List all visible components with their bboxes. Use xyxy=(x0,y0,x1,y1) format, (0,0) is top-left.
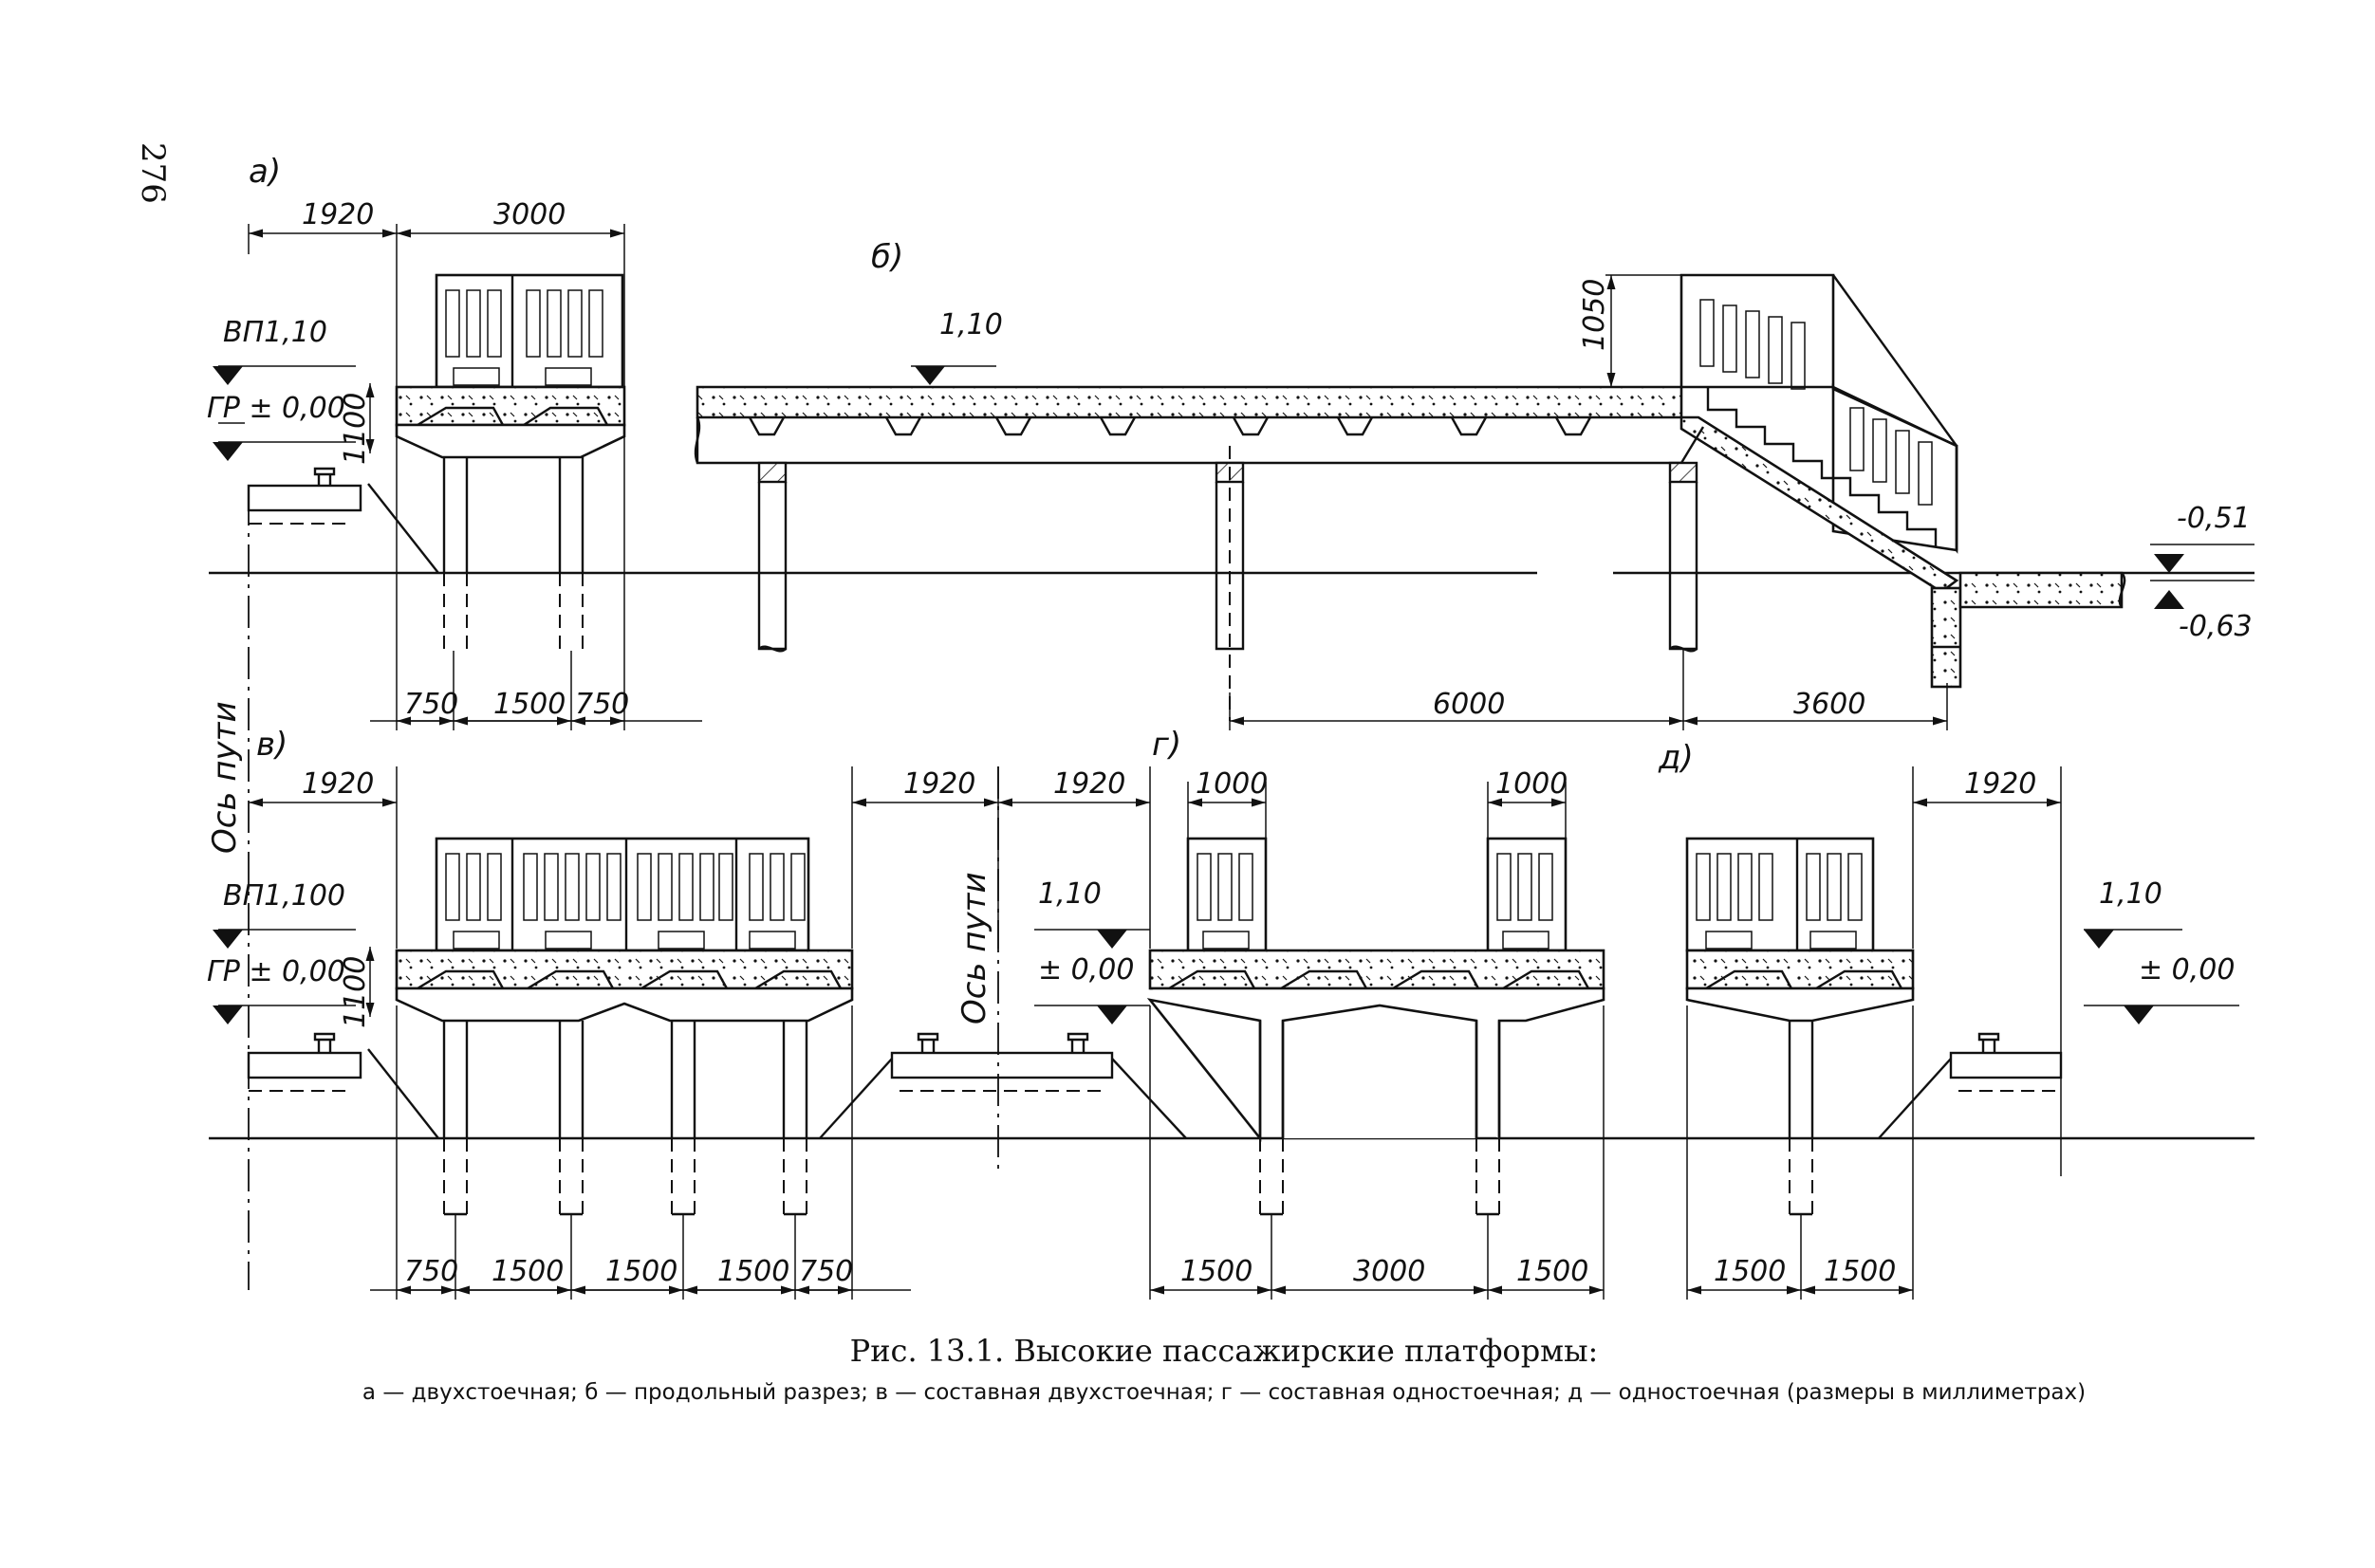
page-number: 276 xyxy=(134,142,172,204)
dim-b-3600: 3600 xyxy=(1793,688,1865,721)
dim-g-1000-right: 1000 xyxy=(1495,767,1568,801)
level-d-110: 1,10 xyxy=(2099,877,2162,911)
panel-g: Ось пути г) 1920 1000 1000 xyxy=(890,726,1605,1300)
posts-b xyxy=(757,446,1698,721)
dim-a-750-right: 750 xyxy=(575,688,629,721)
track-axis-label-g: Ось пути xyxy=(956,872,993,1024)
dim-g-1500-right: 1500 xyxy=(1516,1255,1588,1288)
dim-a-3000: 3000 xyxy=(493,198,566,231)
level-g-110: 1,10 xyxy=(1038,877,1102,911)
dim-v-750-left: 750 xyxy=(404,1255,458,1288)
crossbeam-g xyxy=(1146,987,1605,1142)
crossbeam-v xyxy=(395,987,854,1023)
panel-b-label: б) xyxy=(871,238,903,276)
level-b-051: -0,51 xyxy=(2177,502,2251,535)
track-axis-label-v: Ось пути xyxy=(206,701,244,854)
level-a-gr: ГР ± 0,00 xyxy=(207,392,345,425)
panel-a: а) 1920 3000 xyxy=(207,153,702,730)
crossbeam-a xyxy=(395,423,626,459)
panel-d-label: д) xyxy=(1658,739,1694,777)
panel-a-label: а) xyxy=(249,153,281,191)
dim-g-3000: 3000 xyxy=(1353,1255,1425,1288)
caption-title: Рис. 13.1. Высокие пассажирские платформ… xyxy=(849,1333,1599,1369)
railing-d xyxy=(1685,837,1875,952)
slab-b xyxy=(696,385,1683,419)
slab-g xyxy=(1148,949,1605,990)
slab-v xyxy=(395,949,854,990)
panel-d: д) 1920 1,10 ± 0,00 xyxy=(1658,739,2239,1300)
dim-d-1500-right: 1500 xyxy=(1824,1255,1896,1288)
dim-d-1920: 1920 xyxy=(1964,767,2036,801)
dim-a-1100: 1100 xyxy=(339,393,372,465)
stair-railing xyxy=(1679,273,1958,554)
dim-a-750-left: 750 xyxy=(404,688,458,721)
level-d-000: ± 0,00 xyxy=(2139,953,2235,987)
slab-a xyxy=(395,385,626,427)
panel-v: Ось пути в) 1920 1920 xyxy=(206,701,999,1300)
dim-v-1500-c: 1500 xyxy=(717,1255,789,1288)
panel-g-label: г) xyxy=(1152,726,1181,764)
panel-v-label: в) xyxy=(256,726,288,764)
railing-v xyxy=(435,837,810,952)
caption-legend: а — двухстоечная; б — продольный разрез;… xyxy=(362,1380,2087,1405)
dim-g-1500-left: 1500 xyxy=(1180,1255,1252,1288)
dim-d-1500-left: 1500 xyxy=(1714,1255,1786,1288)
stair-slab xyxy=(1679,415,1959,594)
panel-b: б) 1,10 xyxy=(694,238,2254,730)
level-v-vp: ВП1,100 xyxy=(223,879,345,913)
dim-v-1500-a: 1500 xyxy=(492,1255,564,1288)
railing-a xyxy=(435,273,624,389)
dim-v-1920: 1920 xyxy=(302,767,374,801)
level-b-110: 1,10 xyxy=(939,308,1003,341)
level-b-063: -0,63 xyxy=(2179,610,2253,643)
dim-a-1920: 1920 xyxy=(302,198,374,231)
dim-b-6000: 6000 xyxy=(1433,688,1505,721)
dim-v-1500-b: 1500 xyxy=(605,1255,677,1288)
stair-footing xyxy=(1930,586,1962,689)
figure-caption: Рис. 13.1. Высокие пассажирские платформ… xyxy=(190,1333,2258,1407)
slab-d xyxy=(1685,949,1915,990)
level-v-gr: ГР ± 0,00 xyxy=(207,955,345,988)
dim-a-1500: 1500 xyxy=(493,688,566,721)
dim-g-1000-left: 1000 xyxy=(1196,767,1268,801)
dim-v-1100: 1100 xyxy=(339,956,372,1028)
crossbeam-d xyxy=(1685,987,1915,1023)
dim-v-750-right: 750 xyxy=(799,1255,853,1288)
dim-b-1050: 1050 xyxy=(1578,279,1611,351)
level-g-000: ± 0,00 xyxy=(1038,953,1134,987)
level-a-vp: ВП1,10 xyxy=(223,316,327,349)
walkway-b xyxy=(1958,571,2124,609)
railing-g xyxy=(1186,837,1568,952)
dim-g-1920: 1920 xyxy=(1053,767,1125,801)
dim-v-1920-right: 1920 xyxy=(903,767,975,801)
